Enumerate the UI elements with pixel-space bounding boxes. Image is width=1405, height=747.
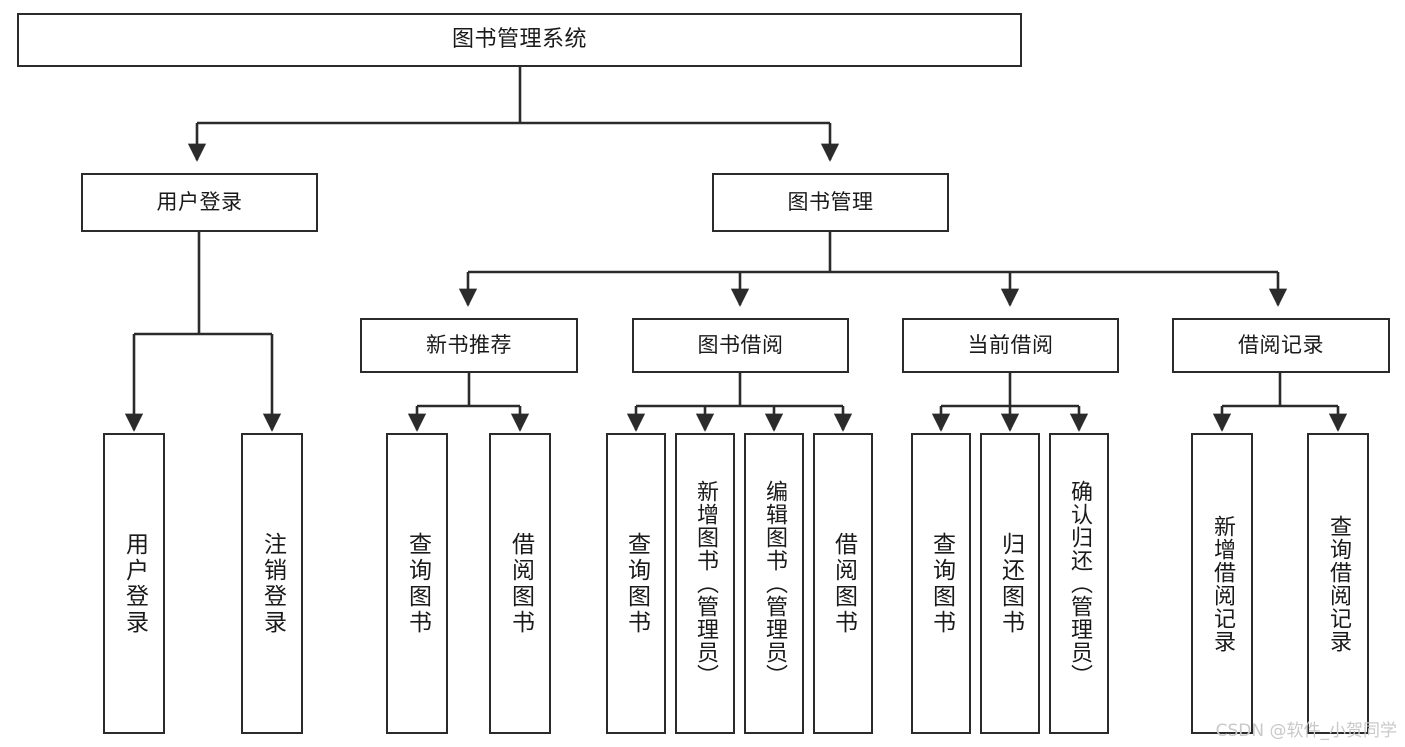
leaf-add-borrowing-record[interactable]: 新增借阅记录 (1191, 433, 1253, 734)
leaf-borrow-book-borrowing[interactable]: 借阅图书 (813, 433, 873, 734)
leaf-edit-book-admin[interactable]: 编辑图书（管理员） (744, 433, 804, 734)
node-label: 新增借阅记录 (1210, 514, 1235, 653)
node-book-borrowing[interactable]: 图书借阅 (632, 318, 849, 373)
leaf-borrow-book-recommendation[interactable]: 借阅图书 (489, 433, 551, 734)
node-current-borrowing[interactable]: 当前借阅 (902, 318, 1119, 373)
node-new-book-recommendation[interactable]: 新书推荐 (360, 318, 578, 373)
node-label: 注销登录 (259, 531, 286, 636)
node-borrowing-record[interactable]: 借阅记录 (1172, 318, 1390, 373)
node-root-book-management-system[interactable]: 图书管理系统 (17, 13, 1022, 67)
node-label: 编辑图书（管理员） (762, 480, 787, 687)
node-label: 当前借阅 (967, 333, 1054, 358)
node-label: 新增图书（管理员） (693, 480, 718, 687)
csdn-watermark: CSDN @软件_小贺同学 (1215, 721, 1397, 741)
node-user-login[interactable]: 用户登录 (81, 173, 318, 232)
node-label: 查询借阅记录 (1326, 514, 1351, 653)
leaf-add-book-admin[interactable]: 新增图书（管理员） (675, 433, 735, 734)
leaf-user-login[interactable]: 用户登录 (103, 433, 165, 734)
node-label: 用户登录 (121, 531, 148, 636)
node-label: 借阅图书 (830, 531, 857, 636)
node-label: 查询图书 (623, 531, 650, 636)
node-label: 图书借阅 (697, 333, 784, 358)
node-label: 新书推荐 (426, 333, 512, 358)
node-label: 借阅图书 (507, 531, 534, 636)
node-book-management[interactable]: 图书管理 (712, 173, 949, 232)
node-label: 图书管理系统 (451, 27, 587, 53)
leaf-query-book-borrowing[interactable]: 查询图书 (606, 433, 666, 734)
leaf-logout[interactable]: 注销登录 (241, 433, 303, 734)
leaf-query-borrowing-record[interactable]: 查询借阅记录 (1307, 433, 1369, 734)
node-label: 归还图书 (997, 531, 1024, 636)
node-label: 确认归还（管理员） (1067, 480, 1092, 687)
node-label: 查询图书 (928, 531, 955, 636)
leaf-query-book-current[interactable]: 查询图书 (911, 433, 971, 734)
node-label: 图书管理 (787, 190, 874, 215)
node-label: 借阅记录 (1238, 333, 1324, 358)
node-label: 查询图书 (404, 531, 431, 636)
node-label: 用户登录 (156, 190, 243, 215)
leaf-query-book-recommendation[interactable]: 查询图书 (386, 433, 448, 734)
leaf-return-book[interactable]: 归还图书 (980, 433, 1040, 734)
leaf-confirm-return-admin[interactable]: 确认归还（管理员） (1049, 433, 1109, 734)
